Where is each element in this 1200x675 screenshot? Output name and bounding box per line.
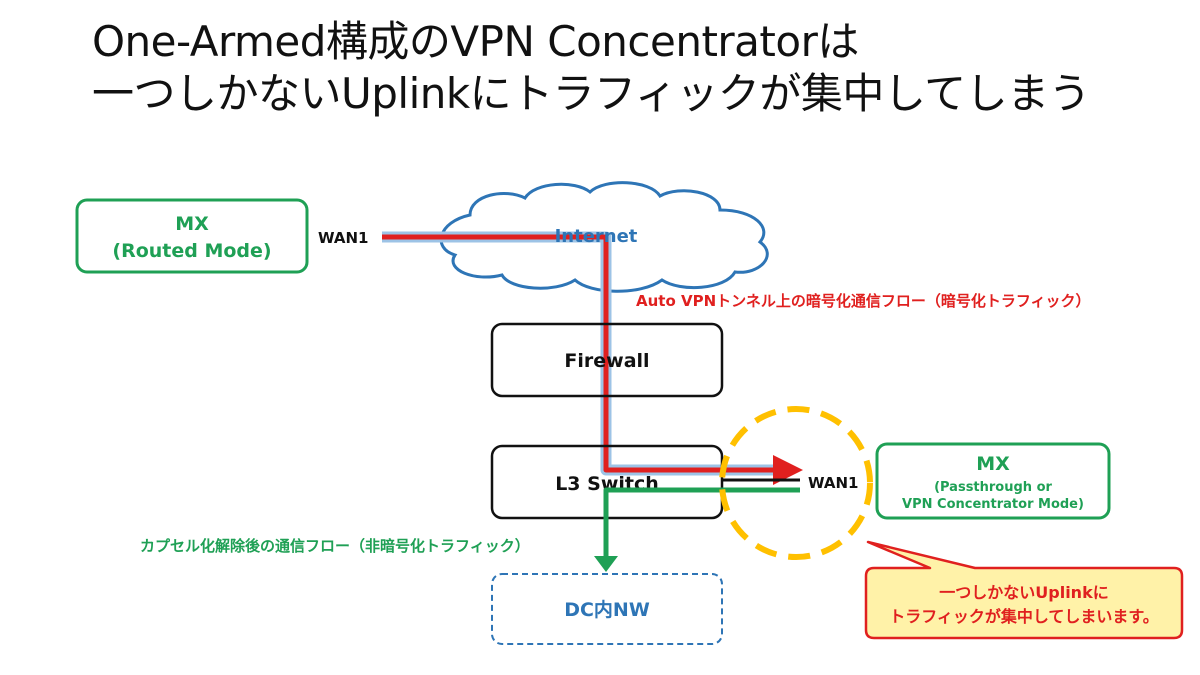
decrypted-flow-line xyxy=(603,487,800,556)
mx-routed-name: MX xyxy=(175,213,209,235)
wan1-left-label: WAN1 xyxy=(318,229,368,247)
title-line-1: One-Armed構成のVPN Concentratorは xyxy=(92,17,859,66)
highlight-circle xyxy=(719,406,873,560)
dc-nw-box xyxy=(491,573,723,645)
encrypted-flow-line xyxy=(382,234,803,485)
dc-nw-label: DC内NW xyxy=(564,598,650,621)
mx-concentrator-mode-1: (Passthrough or xyxy=(934,480,1052,495)
encrypted-flow-label: Auto VPNトンネル上の暗号化通信フロー（暗号化トラフィック） xyxy=(636,292,1091,310)
callout-line-1: 一つしかないUplinkに xyxy=(939,583,1108,602)
mx-concentrator-mode-2: VPN Concentrator Mode) xyxy=(902,497,1084,512)
firewall-label: Firewall xyxy=(564,350,649,372)
mx-concentrator-name: MX xyxy=(976,453,1010,475)
mx-routed-box xyxy=(75,198,309,274)
title-line-2: 一つしかないUplinkにトラフィックが集中してしまう xyxy=(92,69,1091,118)
page-title: One-Armed構成のVPN Concentratorは 一つしかないUpli… xyxy=(92,16,1172,120)
callout-line-2: トラフィックが集中してしまいます。 xyxy=(889,607,1159,626)
mx-routed-mode: (Routed Mode) xyxy=(112,240,271,262)
firewall-box xyxy=(490,322,724,398)
mx-concentrator-box xyxy=(875,442,1111,520)
wan1-right-label: WAN1 xyxy=(808,474,858,492)
decrypted-flow-arrowhead xyxy=(594,556,618,572)
decrypted-flow-label: カプセル化解除後の通信フロー（非暗号化トラフィック） xyxy=(140,537,530,555)
callout-bubble xyxy=(864,540,1184,640)
internet-label: Internet xyxy=(555,226,638,247)
